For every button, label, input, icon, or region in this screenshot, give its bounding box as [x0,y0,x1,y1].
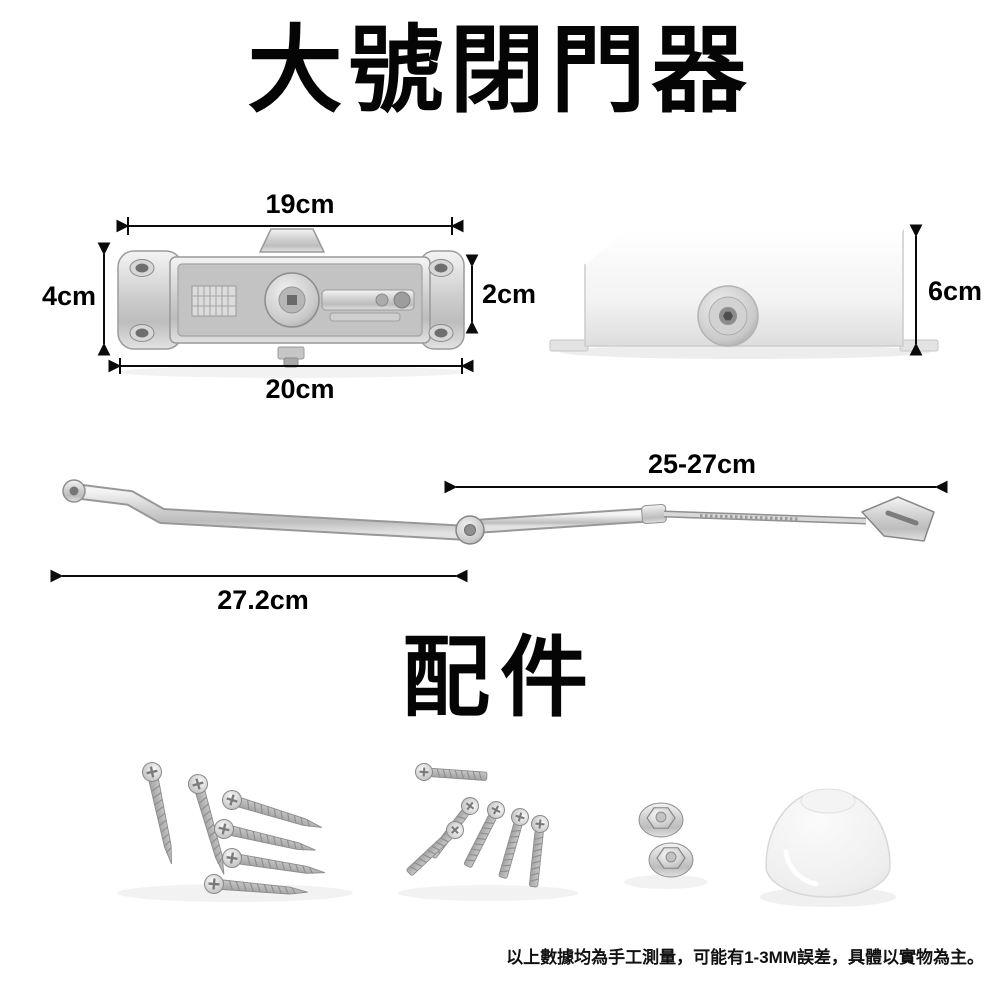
page-title: 大號閉門器 [247,18,753,124]
dim-body-width-bottom: 20cm [265,374,335,404]
dim-body-height-left: 4cm [41,281,96,311]
body-mechanism [191,272,415,328]
accessory-plastic-cap [760,788,896,907]
disclaimer-text: 以上數據均為手工測量，可能有1-3MM誤差，具體以實物為主。 [506,948,984,967]
accessory-self-tapping-screws [117,759,353,903]
dim-end-plate-height: 2cm [482,279,537,309]
main-arm [68,485,474,539]
door-closer-cover-figure [549,229,939,359]
right-flange [899,339,939,352]
dim-cover-height: 6cm [928,276,983,306]
accessories-heading: 配件 [401,628,598,727]
spindle [277,346,305,368]
arm-pivot-hole [69,486,79,496]
rod-threads [699,514,801,522]
left-flange [549,339,589,352]
cover-highlight [584,229,903,265]
cover-adjuster-knob [697,285,759,347]
dim-forearm-rod-length: 25-27cm [647,449,757,479]
pinion-boss [259,228,325,253]
accessory-hex-bolts [624,802,708,889]
adjust-collar [641,503,667,525]
door-closer-arm-figure [62,479,935,545]
dim-main-arm-length: 27.2cm [217,585,309,615]
cover-shadow [560,345,930,359]
elbow-pin [464,524,476,536]
dimension-arrows [50,217,948,583]
door-closer-body-figure [117,228,467,378]
mount-holes [129,259,454,342]
forearm-tube [476,509,654,532]
dim-body-width-top: 19cm [265,189,335,219]
accessory-machine-screws [398,761,578,901]
shoe-slot [885,510,919,526]
